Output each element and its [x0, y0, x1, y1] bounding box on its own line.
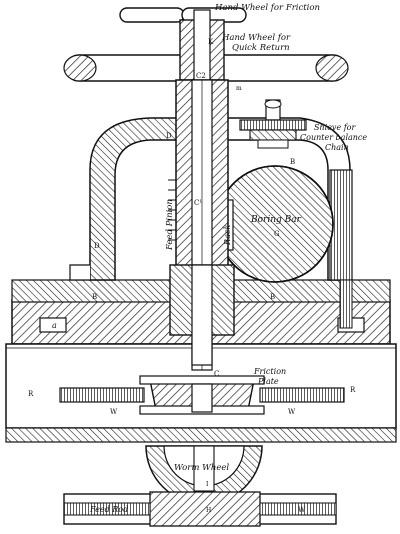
label-feed-rod: Feed Rod	[89, 505, 128, 514]
label-shieve-1: Shieve for	[314, 123, 357, 132]
letter-r-left: R	[28, 390, 34, 398]
label-friction-1: Friction	[253, 367, 286, 376]
quick-return-hand-wheel	[63, 54, 349, 82]
letter-g: G	[274, 230, 280, 238]
letter-d-top: D	[166, 132, 172, 140]
letter-m: m	[236, 85, 242, 92]
friction-shaft	[59, 387, 345, 403]
label-rack: Rack	[223, 225, 232, 246]
label-hand-wheel-return-1: Hand Wheel for	[221, 33, 291, 43]
label-hand-wheel-return-2: Quick Return	[232, 43, 290, 53]
letter-c2: C2	[196, 72, 206, 80]
feed-rod-assembly	[63, 491, 337, 527]
label-shieve-3: Chain	[325, 143, 349, 152]
letter-w-mid: W	[288, 408, 296, 416]
label-worm-wheel: Worm Wheel	[174, 463, 229, 473]
counterbalance-shieve	[239, 99, 307, 149]
letter-b-right: B	[290, 158, 295, 166]
letter-w-bottom: W	[298, 506, 306, 514]
letter-b-left: B	[92, 293, 97, 301]
friction-plate-assembly	[139, 375, 265, 415]
letter-b-mid: B	[270, 293, 275, 301]
letter-h: H	[206, 507, 211, 514]
letter-c: C	[214, 370, 219, 378]
letter-r-right: R	[350, 386, 356, 394]
letter-w-left: W	[110, 408, 118, 416]
letter-a: a	[52, 321, 57, 330]
letter-d-left: D	[94, 242, 100, 250]
central-spindle	[168, 9, 235, 371]
label-friction-2: Plate	[257, 377, 279, 386]
label-boring-bar: Boring Bar	[250, 215, 302, 225]
worm-wheel	[145, 445, 263, 505]
label-shieve-2: Counter balance	[300, 133, 367, 142]
letter-k: K	[208, 38, 214, 46]
letter-c1: C¹	[194, 199, 202, 207]
letter-i: I	[206, 481, 209, 488]
label-feed-pinion: Feed Pinion	[165, 199, 175, 251]
right-column	[329, 169, 353, 329]
label-hand-wheel-friction: Hand Wheel for Friction	[214, 3, 320, 13]
